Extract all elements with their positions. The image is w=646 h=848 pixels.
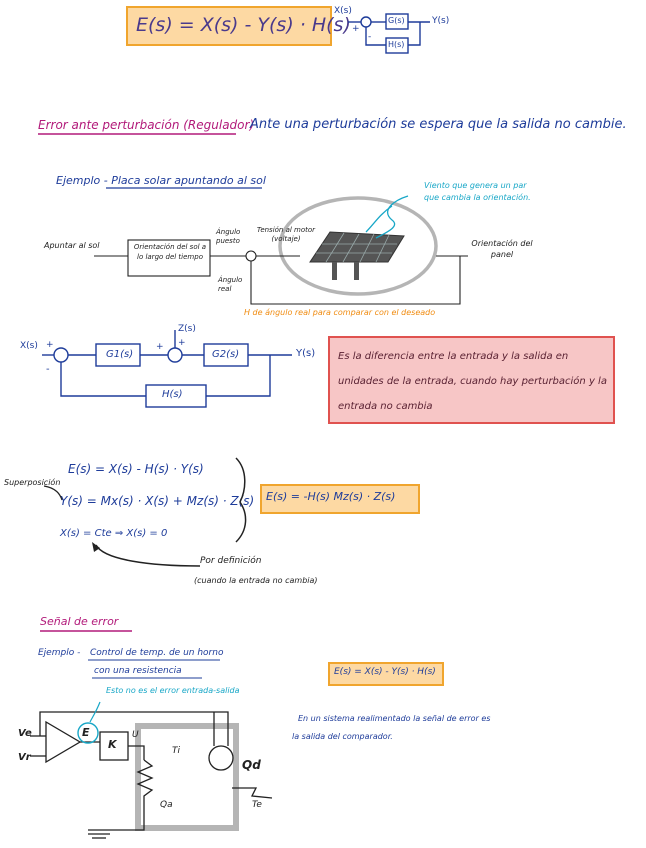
- mini-y-label: Y(s): [432, 16, 450, 26]
- error-note: Esto no es el error entrada-salida: [106, 686, 240, 695]
- dist-z-label: Z(s): [178, 324, 196, 334]
- dist-y-label: Y(s): [296, 348, 316, 359]
- regulator-heading: Error ante perturbación (Regulador): [38, 118, 255, 132]
- solar-motor-label: Tensión al motor (voltaje): [256, 226, 316, 243]
- wind-note: Viento que genera un par que cambia la o…: [424, 181, 531, 202]
- result-box: [260, 484, 420, 514]
- superposition-label: Superposición: [4, 478, 61, 487]
- conclusion-line-2: la salida del comparador.: [292, 732, 393, 741]
- solar-input-label: Apuntar al sol: [44, 241, 100, 250]
- e-label: E: [82, 726, 90, 739]
- error-signal-heading: Señal de error: [40, 615, 119, 628]
- u-label: U: [132, 730, 139, 740]
- dist-g2-label: G2(s): [212, 349, 240, 360]
- solar-output-label: Orientación del panel: [471, 239, 533, 259]
- equation-1: E(s) = X(s) - H(s) · Y(s): [68, 462, 204, 476]
- result-formula: E(s) = -H(s) Mz(s) · Z(s): [266, 490, 396, 503]
- te-label: Te: [252, 800, 262, 810]
- example-line-1: Control de temp. de un horno: [90, 648, 224, 658]
- red-note-box: [328, 336, 615, 424]
- mini-minus: -: [368, 32, 372, 42]
- mini-plus: +: [352, 24, 360, 34]
- ve-label: Ve: [18, 728, 32, 739]
- red-note-text: Es la diferencia entre la entrada y la s…: [338, 351, 607, 412]
- qa-label: Qa: [160, 800, 173, 810]
- solar-block-label: Orientación del sol a lo largo del tiemp…: [133, 243, 207, 261]
- dist-plus-3: +: [178, 338, 186, 348]
- qd-label: Qd: [242, 758, 261, 772]
- top-formula: E(s) = X(s) - Y(s) · H(s): [136, 14, 351, 36]
- mini-g-label: G(s): [388, 16, 405, 25]
- dist-h-label: H(s): [162, 389, 183, 400]
- solar-angle-set-label: Ángulo puesto: [216, 228, 241, 245]
- example-line-2: con una resistencia: [94, 666, 182, 676]
- definition-note: (cuando la entrada no cambia): [194, 576, 318, 585]
- conclusion-line-1: En un sistema realimentado la señal de e…: [298, 714, 491, 723]
- mini-h-label: H(s): [388, 40, 405, 49]
- dist-plus-1: +: [46, 340, 54, 350]
- solar-feedback-label: H de ángulo real para comparar con el de…: [244, 308, 436, 317]
- dist-plus-2: +: [156, 342, 164, 352]
- top-formula-box: [126, 6, 332, 46]
- definition-label: Por definición: [200, 556, 262, 566]
- mini-x-label: X(s): [334, 6, 352, 16]
- solar-angle-real-label: Ángulo real: [218, 276, 243, 293]
- dist-x-label: X(s): [20, 341, 38, 351]
- equation-3: X(s) = Cte ⇒ X(s) = 0: [60, 528, 168, 539]
- solar-heading: Ejemplo - Placa solar apuntando al sol: [56, 174, 266, 187]
- example-prefix: Ejemplo -: [38, 648, 81, 658]
- regulator-text: Ante una perturbación se espera que la s…: [250, 117, 627, 132]
- error-formula: E(s) = X(s) - Y(s) · H(s): [334, 667, 436, 677]
- dist-minus: -: [46, 364, 50, 375]
- k-label: K: [108, 738, 117, 751]
- error-formula-box: [328, 662, 444, 686]
- equation-2: Y(s) = Mx(s) · X(s) + Mz(s) · Z(s): [60, 494, 255, 508]
- vr-label: Vr: [18, 752, 31, 763]
- ti-label: Ti: [172, 746, 180, 756]
- dist-g1-label: G1(s): [106, 349, 134, 360]
